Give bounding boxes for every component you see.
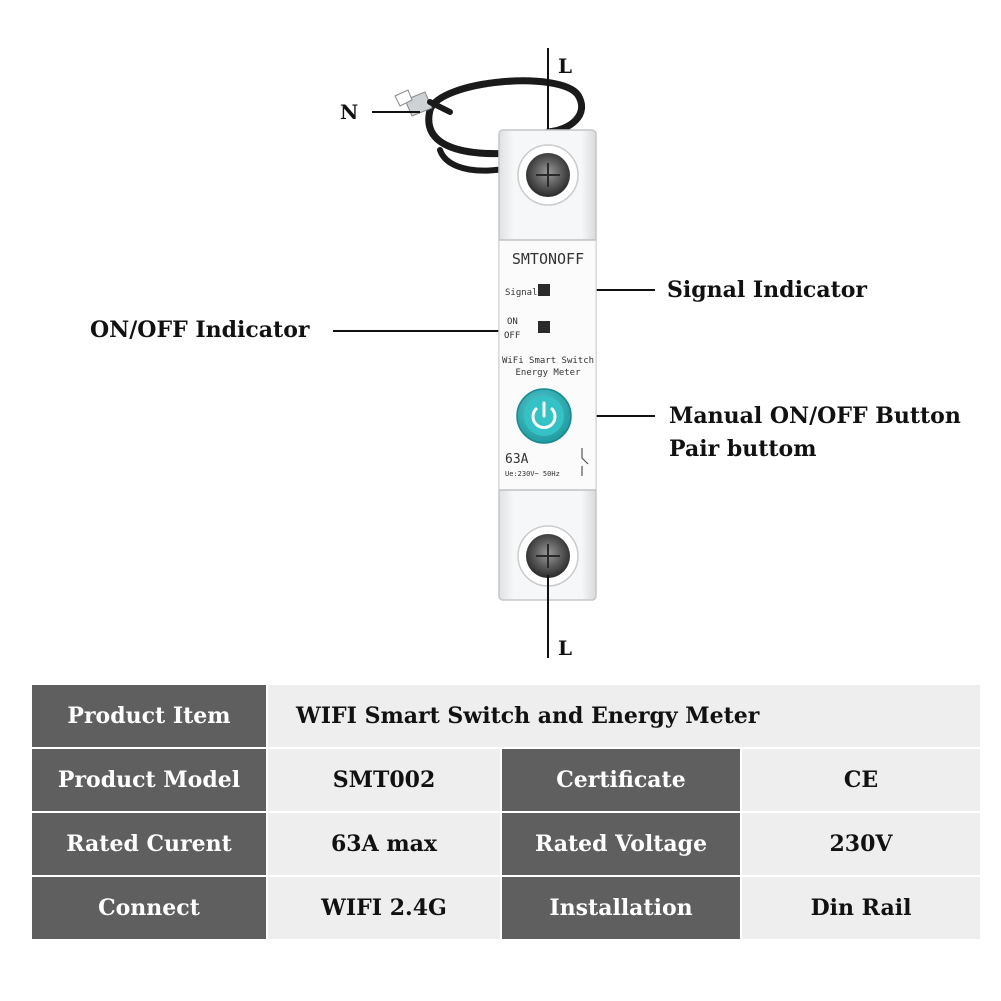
circuit-symbol-icon	[581, 448, 589, 476]
top-terminal-label: L	[558, 54, 573, 78]
product-item-value: WIFI Smart Switch and Energy Meter	[265, 683, 983, 749]
off-label: OFF	[504, 331, 520, 341]
spec-value: WIFI 2.4G	[266, 875, 502, 941]
desc-line1: WiFi Smart Switch	[502, 356, 594, 366]
table-row: Connect WIFI 2.4G Installation Din Rail	[30, 875, 983, 941]
neutral-wire-label: N	[340, 100, 359, 124]
spec-value: 63A max	[266, 811, 502, 877]
bottom-terminal-label: L	[558, 636, 573, 660]
signal-led	[538, 284, 550, 296]
neutral-lug	[394, 89, 453, 117]
spec-label: Certificate	[500, 747, 742, 813]
signal-label: Signal	[505, 288, 538, 298]
onoff-led	[538, 321, 550, 333]
spec-label: Rated Curent	[30, 811, 268, 877]
table-row: Rated Curent 63A max Rated Voltage 230V	[30, 811, 983, 877]
spec-value: 230V	[739, 811, 983, 877]
spec-value: Din Rail	[739, 875, 983, 941]
spec-label: Installation	[500, 875, 742, 941]
product-item-label: Product Item	[30, 683, 268, 749]
spec-value: CE	[739, 747, 983, 813]
desc-line2: Energy Meter	[515, 368, 581, 378]
manual-button-label: Manual ON/OFF Button	[669, 403, 961, 429]
top-screw-terminal	[517, 144, 579, 206]
spec-table: Product Item WIFI Smart Switch and Energ…	[30, 683, 983, 941]
table-row: Product Model SMT002 Certificate CE	[30, 747, 983, 813]
device-diagram: SMTONOFF Signal ON OFF WiFi Smart Switch…	[333, 48, 655, 658]
rating-sub-text: Ue:230V~ 50Hz	[505, 470, 560, 478]
device-body	[498, 129, 597, 601]
power-icon	[531, 401, 557, 429]
onoff-indicator-label: ON/OFF Indicator	[90, 317, 310, 343]
brand-text: SMTONOFF	[512, 250, 584, 268]
black-wire	[425, 77, 586, 158]
manual-onoff-button[interactable]	[516, 388, 572, 444]
table-row: Product Item WIFI Smart Switch and Energ…	[30, 683, 983, 749]
bottom-screw-terminal	[517, 525, 579, 587]
signal-indicator-label: Signal Indicator	[667, 277, 867, 303]
spec-value: SMT002	[266, 747, 502, 813]
spec-label: Product Model	[30, 747, 268, 813]
on-label: ON	[507, 317, 518, 327]
spec-label: Rated Voltage	[500, 811, 742, 877]
spec-label: Connect	[30, 875, 268, 941]
pair-button-label: Pair buttom	[669, 436, 817, 462]
rating-text: 63A	[505, 452, 529, 467]
